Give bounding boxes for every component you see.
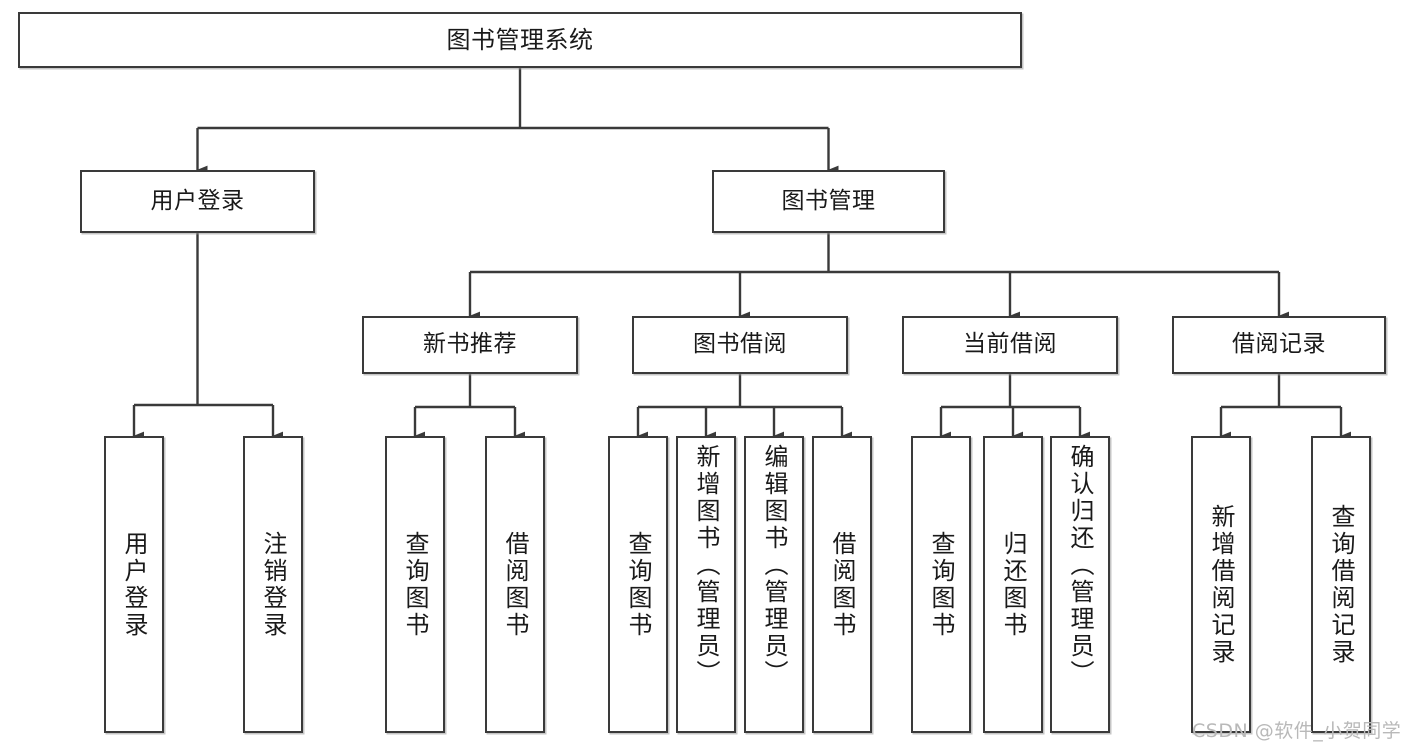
node-leaf_edit[interactable]: 编辑图书（管理员）: [744, 436, 804, 733]
node-label: 新增图书（管理员）: [692, 444, 720, 687]
node-borrow_book[interactable]: 图书借阅: [632, 316, 848, 374]
node-label: 借阅图书: [501, 530, 529, 639]
node-label: 查询图书: [624, 530, 652, 639]
node-root[interactable]: 图书管理系统: [18, 12, 1022, 68]
node-label: 新增借阅记录: [1207, 503, 1235, 666]
node-label: 查询借阅记录: [1327, 503, 1355, 666]
node-book_manage[interactable]: 图书管理: [712, 170, 945, 233]
watermark-text: CSDN @软件_小贺同学: [1192, 720, 1402, 742]
node-leaf_addrec[interactable]: 新增借阅记录: [1191, 436, 1251, 733]
node-label: 借阅图书: [828, 530, 856, 639]
node-label: 确认归还（管理员）: [1066, 444, 1094, 687]
node-label: 归还图书: [999, 530, 1027, 639]
node-leaf_b1[interactable]: 借阅图书: [485, 436, 545, 733]
node-label: 新书推荐: [423, 331, 517, 358]
node-user_login[interactable]: 用户登录: [80, 170, 315, 233]
node-leaf_q2[interactable]: 查询图书: [608, 436, 668, 733]
node-label: 图书管理系统: [446, 25, 594, 54]
node-label: 查询图书: [927, 530, 955, 639]
node-label: 当前借阅: [963, 331, 1057, 358]
node-label: 查询图书: [401, 530, 429, 639]
node-label: 用户登录: [150, 187, 245, 214]
node-label: 图书管理: [781, 187, 876, 214]
node-borrow_rec[interactable]: 借阅记录: [1172, 316, 1386, 374]
node-leaf_q3[interactable]: 查询图书: [911, 436, 971, 733]
node-label: 图书借阅: [693, 331, 787, 358]
node-leaf_conf[interactable]: 确认归还（管理员）: [1050, 436, 1110, 733]
node-label: 注销登录: [259, 530, 287, 639]
node-label: 用户登录: [120, 530, 148, 639]
node-label: 借阅记录: [1232, 331, 1326, 358]
node-leaf_logout[interactable]: 注销登录: [243, 436, 303, 733]
node-leaf_login[interactable]: 用户登录: [104, 436, 164, 733]
node-leaf_add[interactable]: 新增图书（管理员）: [676, 436, 736, 733]
node-new_books[interactable]: 新书推荐: [362, 316, 578, 374]
node-leaf_q1[interactable]: 查询图书: [385, 436, 445, 733]
node-label: 编辑图书（管理员）: [760, 444, 788, 687]
node-leaf_ret[interactable]: 归还图书: [983, 436, 1043, 733]
node-leaf_b2[interactable]: 借阅图书: [812, 436, 872, 733]
node-leaf_qrec[interactable]: 查询借阅记录: [1311, 436, 1371, 733]
node-cur_borrow[interactable]: 当前借阅: [902, 316, 1118, 374]
